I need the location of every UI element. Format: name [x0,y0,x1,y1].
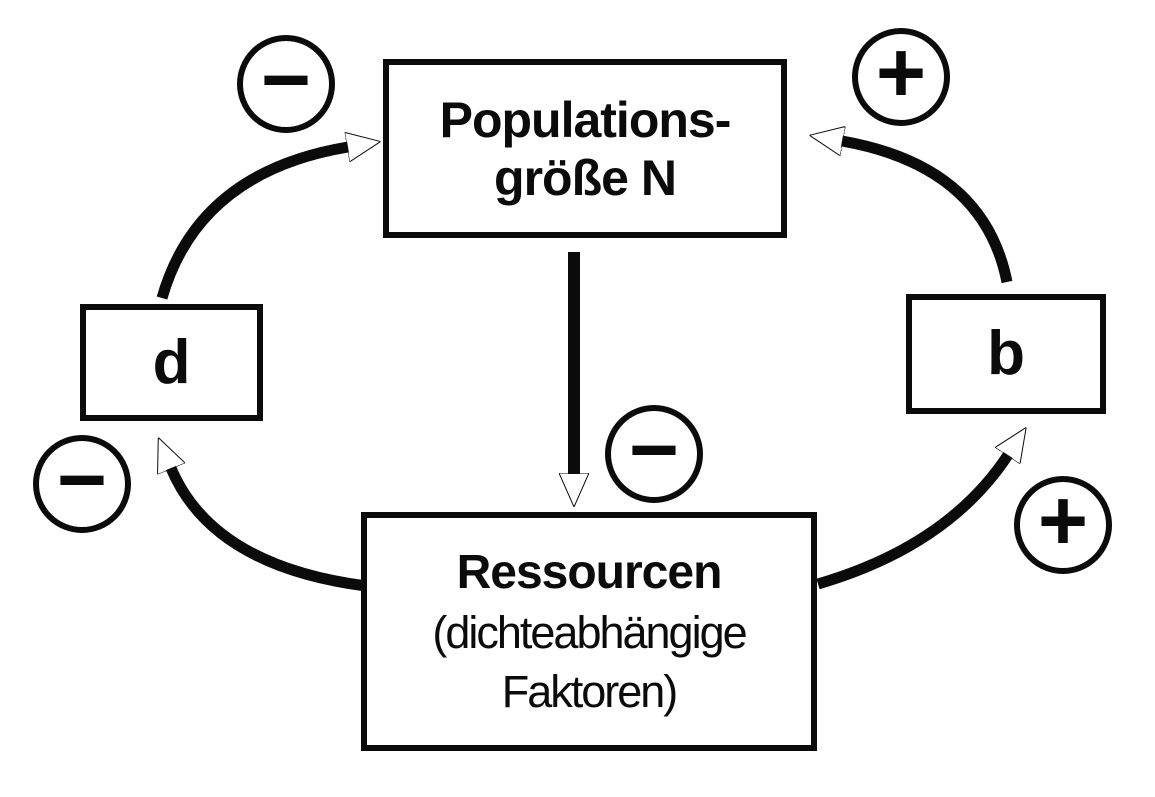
death-rate-label: d [152,327,191,397]
node-population-size: Populations- größe N [383,59,787,238]
plus-sign-label: + [1037,473,1089,569]
minus-sign-label: − [56,432,108,528]
arrow-b-to-population [842,141,1013,284]
birth-rate-label: b [987,319,1025,389]
minus-sign-label: − [260,32,312,128]
resources-line1: Ressourcen [456,545,723,599]
plus-sign-icon-b-to-population: + [852,28,950,126]
node-resources: Ressourcen (dichteabhängige Faktoren) [361,512,817,751]
node-birth-rate-b: b [906,294,1106,414]
minus-sign-icon-population-to-resources: − [605,405,703,503]
minus-sign-icon-resources-to-d: − [33,435,131,533]
resources-line2: (dichteabhängige [432,607,747,659]
node-death-rate-d: d [80,304,263,421]
plus-sign-label: + [875,25,927,121]
arrow-resources-to-b [816,455,1008,590]
population-size-line2: größe N [494,149,677,206]
minus-sign-label: − [628,402,680,498]
population-size-line1: Populations- [439,91,732,148]
arrow-resources-to-d [171,468,367,592]
plus-sign-icon-resources-to-b: + [1014,476,1112,574]
arrow-d-to-population [156,147,348,300]
minus-sign-icon-d-to-population: − [237,35,335,133]
resources-line3: Faktoren) [501,665,679,717]
